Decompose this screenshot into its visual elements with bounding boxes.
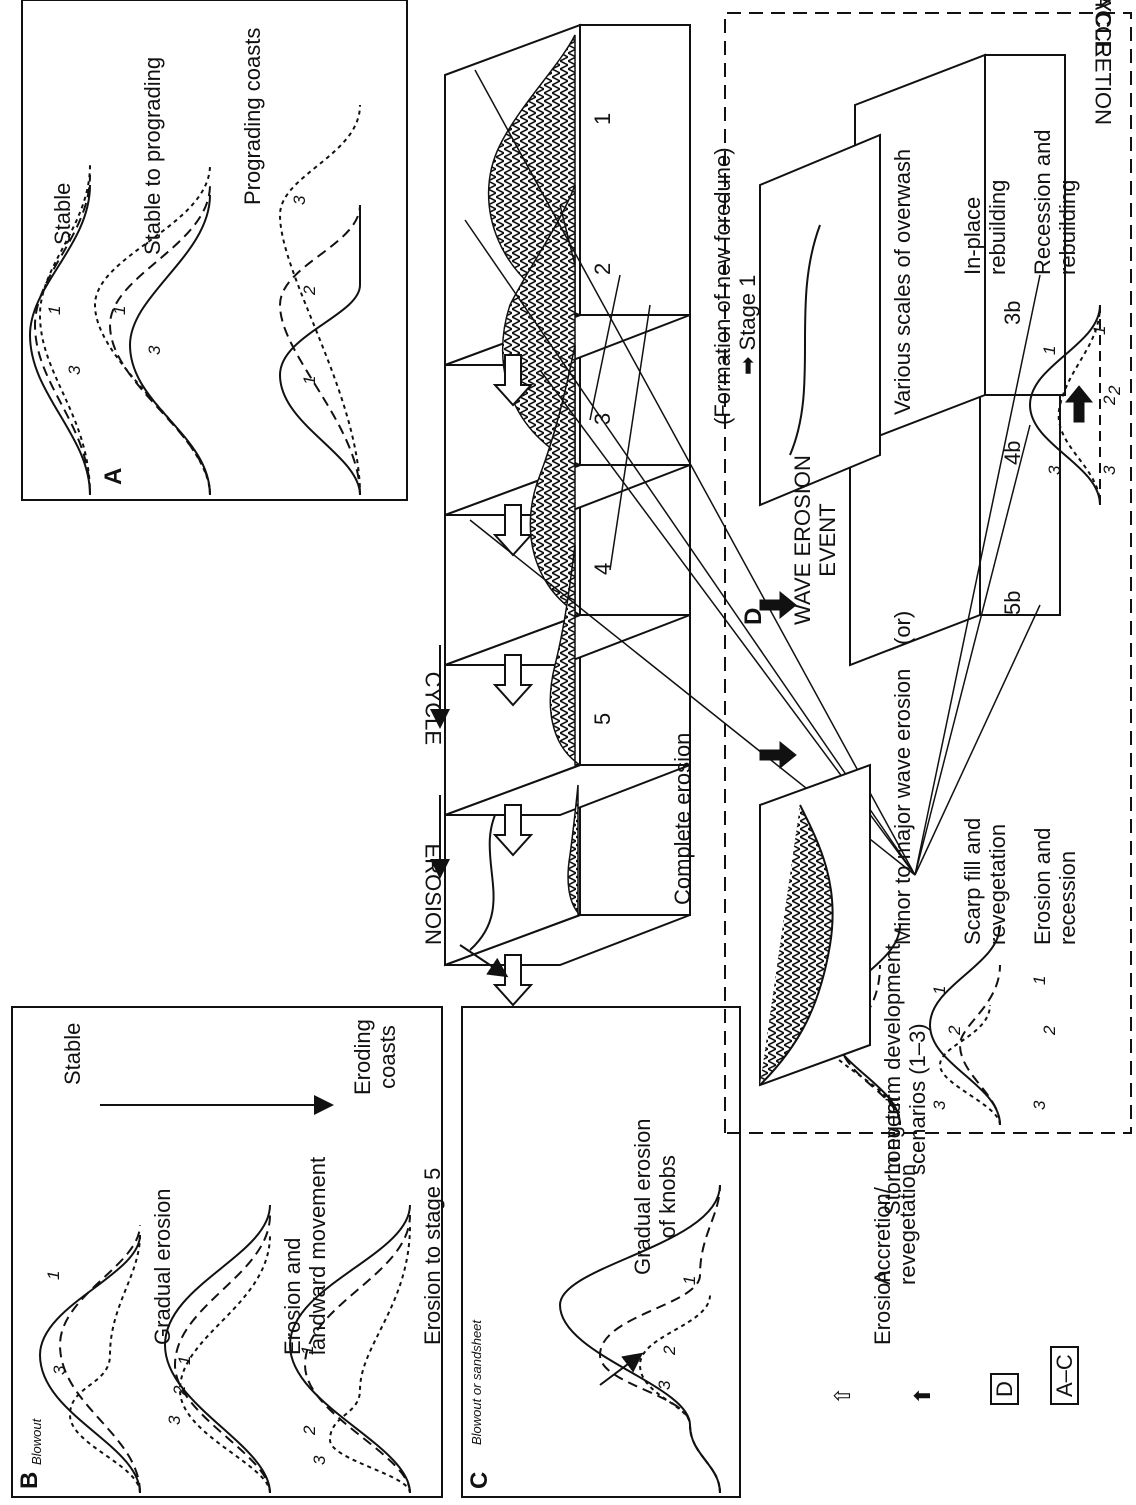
panel-a-row1-title: Stable xyxy=(50,183,75,245)
panel-b-blowout-note: Blowout xyxy=(30,1419,45,1465)
stage-4-label: 4 xyxy=(590,563,615,575)
panel-c-note: Blowout or sandsheet xyxy=(470,1320,485,1445)
panel-d-scarp-block xyxy=(760,765,870,1085)
panel-d-right-title: Various scales of overwash xyxy=(890,149,915,415)
stage-3b-label: 3b xyxy=(1000,301,1025,325)
complete-erosion-label: Complete erosion xyxy=(670,733,695,905)
panel-c-title: Gradual erosion of knobs xyxy=(630,1118,681,1275)
panel-d-num-e: 2 xyxy=(1040,1026,1060,1035)
panel-d-right-row1-title: In-place rebuilding xyxy=(960,180,1011,275)
erosion-word-label: EROSION xyxy=(420,844,445,945)
panel-b-row1-title: Gradual erosion xyxy=(150,1188,175,1345)
panel-a-row2-num-b: 1 xyxy=(110,306,130,315)
panel-d-num-c: 1 xyxy=(930,986,950,995)
legend-scenario-label: Long term development scenarios (1–3) xyxy=(880,944,931,1175)
panel-d-overwash-block xyxy=(760,135,880,505)
panel-a-row3-num-a: 1 xyxy=(300,376,320,385)
panel-a-row2-num-a: 3 xyxy=(145,346,165,355)
panel-a-profiles xyxy=(30,105,360,495)
accretion-stage-blocks xyxy=(850,25,1065,665)
new-foredune-label: (Formation of new foredune) xyxy=(710,147,735,425)
panel-d-left-title: Minor to major wave erosion xyxy=(890,669,915,945)
panel-b-row1-num-b: 1 xyxy=(44,1271,64,1280)
panel-c-num-a: 3 xyxy=(655,1381,675,1390)
panel-a-row3-num-b: 2 xyxy=(300,286,320,295)
panel-b-row3-num-c: 1 xyxy=(298,1346,318,1355)
panel-d-num-h: 2 xyxy=(1105,386,1125,395)
panel-a-row3-title: Prograding coasts xyxy=(240,28,265,205)
panel-b-row2-title: Erosion and landward movement xyxy=(280,1157,331,1355)
panel-b-row1-num-a: 3 xyxy=(50,1366,70,1375)
panel-d-num-i: 1 xyxy=(1040,346,1060,355)
stage-3-label: 3 xyxy=(590,413,615,425)
panel-a-row1-num-a: 3 xyxy=(65,366,85,375)
panel-b-row2-num-a: 3 xyxy=(165,1416,185,1425)
panel-d-num-b: 2 xyxy=(945,1026,965,1035)
panel-b-profiles xyxy=(40,1205,410,1493)
panel-b-row3-num-a: 3 xyxy=(310,1456,330,1465)
panel-d-num-a: 3 xyxy=(930,1101,950,1110)
panel-d-right-row2-title: Recession and rebuilding xyxy=(1030,129,1081,275)
stage1-text: Stage 1 xyxy=(735,275,760,351)
accretion-word-label: ACCRETION xyxy=(1090,0,1115,125)
stage-5b-label: 5b xyxy=(1000,591,1025,615)
panel-b-row2-num-c: 1 xyxy=(175,1356,195,1365)
panel-a-letter: A xyxy=(100,468,128,485)
panel-d-num-d: 3 xyxy=(1030,1101,1050,1110)
panel-b-row2-num-b: 2 xyxy=(170,1386,190,1395)
panel-c-letter: C xyxy=(466,1472,494,1489)
legend-hollow-arrow-icon: ⇧ xyxy=(830,1387,855,1405)
panel-d-or-label: (or) xyxy=(890,611,915,645)
panel-a-row3-num-c: 3 xyxy=(290,196,310,205)
stage1-return-label: ➡ Stage 1 xyxy=(735,275,760,375)
panel-d-num-g: 3 xyxy=(1045,466,1065,475)
panel-d-left-row1-title: Scarp fill and revegetation xyxy=(960,818,1011,945)
panel-a-box xyxy=(22,0,407,500)
panel-b-row3-num-b: 2 xyxy=(300,1426,320,1435)
stage-2-label: 2 xyxy=(590,263,615,275)
panel-d-num-j: 3 xyxy=(1100,466,1120,475)
panel-c-box xyxy=(462,1007,740,1497)
panel-b-trend-end: Eroding coasts xyxy=(350,1019,401,1095)
panel-b-trend-start: Stable xyxy=(60,1023,85,1085)
panel-d-num-k: 2 xyxy=(1100,396,1120,405)
stage-4b-label: 4b xyxy=(1000,441,1025,465)
panel-a-row2-title: Stable to prograding xyxy=(140,57,165,255)
panel-b-letter: B xyxy=(16,1472,44,1489)
legend-solid-arrow-icon: ⬆ xyxy=(910,1387,935,1405)
panel-d-letter: D xyxy=(740,608,768,625)
panel-d-num-f: 1 xyxy=(1030,976,1050,985)
legend-storm-box: D xyxy=(990,1373,1019,1405)
panel-c-num-c: 1 xyxy=(680,1276,700,1285)
wave-erosion-event-label: WAVE EROSION EVENT xyxy=(790,455,841,625)
panel-d-left-row2-title: Erosion and recession xyxy=(1030,828,1081,945)
stage-5-label: 5 xyxy=(590,713,615,725)
panel-b-row3-title: Erosion to stage 5 xyxy=(420,1168,445,1345)
panel-d-num-l: 1 xyxy=(1090,326,1110,335)
legend-scenario-box: A–C xyxy=(1050,1346,1079,1405)
erosion-cycle-label: CYCLE xyxy=(420,672,445,745)
panel-c-num-b: 2 xyxy=(660,1346,680,1355)
panel-a-row1-num-b: 1 xyxy=(45,306,65,315)
stage-1-label: 1 xyxy=(590,113,615,125)
